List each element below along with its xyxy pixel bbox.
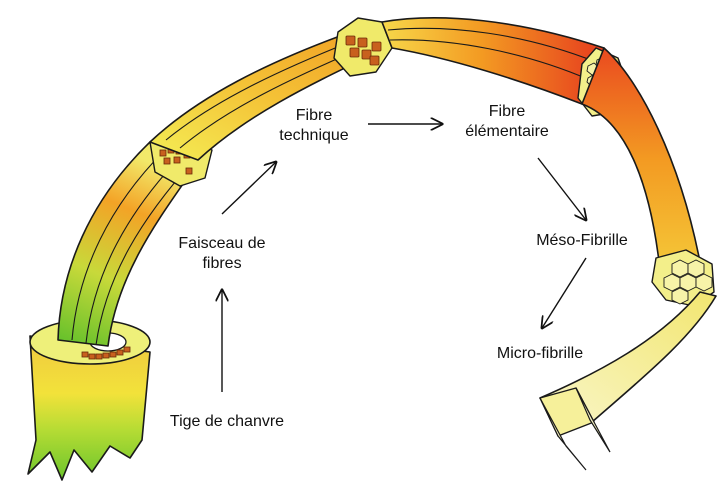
meso-fibril-illustration — [582, 48, 714, 306]
label-micro-fibril-text: Micro-fibrille — [497, 345, 583, 362]
label-elementary-fibre-line2: élémentaire — [452, 122, 562, 142]
label-micro-fibril: Micro-fibrille — [480, 344, 600, 364]
arrow-bundle-to-technical — [222, 162, 276, 214]
label-technical-fibre-line2: technique — [264, 126, 364, 146]
label-meso-fibril-text: Méso-Fibrille — [536, 232, 628, 249]
arrow-meso-to-micro — [542, 258, 586, 328]
label-stem: Tige de chanvre — [152, 412, 302, 432]
micro-fibril-illustration — [540, 292, 716, 470]
label-technical-fibre-line1: Fibre — [264, 106, 364, 126]
label-stem-text: Tige de chanvre — [170, 413, 284, 430]
arrow-elementary-to-meso — [538, 158, 586, 220]
label-technical-fibre: Fibre technique — [264, 106, 364, 146]
label-elementary-fibre-line1: Fibre — [452, 102, 562, 122]
label-meso-fibril: Méso-Fibrille — [520, 231, 644, 251]
label-fibre-bundle: Faisceau de fibres — [162, 234, 282, 274]
label-fibre-bundle-line1: Faisceau de — [162, 234, 282, 254]
label-fibre-bundle-line2: fibres — [162, 254, 282, 274]
label-elementary-fibre: Fibre élémentaire — [452, 102, 562, 142]
